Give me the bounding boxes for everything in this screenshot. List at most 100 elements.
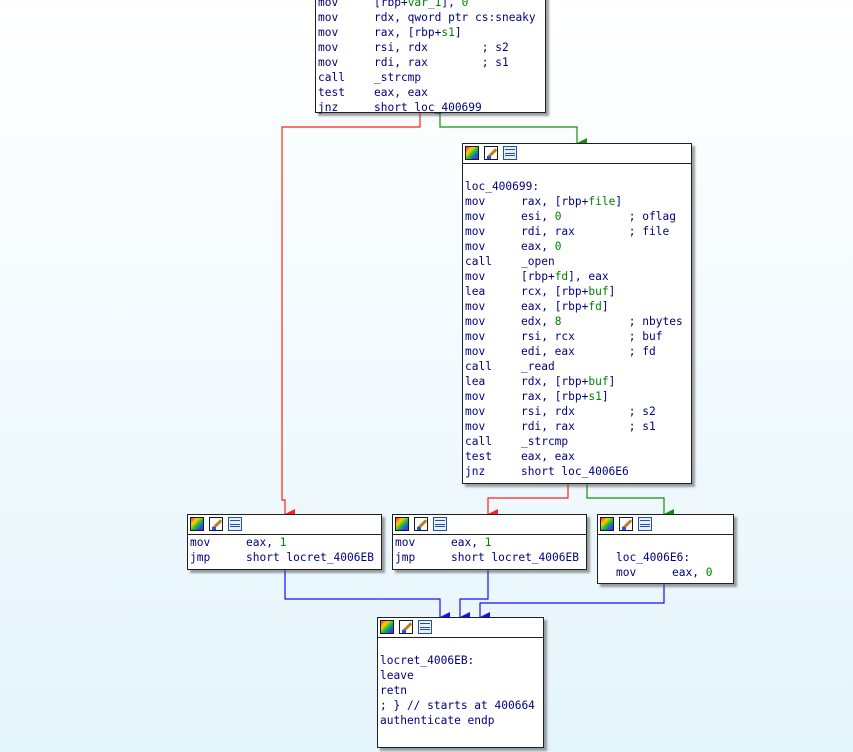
operands: rsi, rcx ; buf	[521, 330, 663, 343]
edge-top-to-middle-true[interactable]	[439, 113, 587, 148]
rename-pencil-icon[interactable]	[209, 517, 223, 531]
operands: eax, 0	[672, 566, 713, 579]
mnemonic: mov	[318, 41, 339, 54]
color-picker-icon[interactable]	[380, 620, 394, 634]
operands: eax, 0	[521, 240, 562, 253]
edge-top-to-left-false[interactable]	[281, 113, 421, 519]
function-endp[interactable]: authenticate endp	[380, 714, 495, 727]
instruction-line[interactable]: mov[rbp+fd], eax	[465, 269, 691, 284]
instruction-line[interactable]: mov eax, 0	[465, 239, 691, 254]
function-end-comment[interactable]: ; } // starts at 400664	[380, 699, 535, 712]
rename-pencil-icon[interactable]	[619, 517, 633, 531]
edge-middle-to-right-true[interactable]	[586, 484, 674, 519]
instruction-line[interactable]: call _strcmp	[465, 434, 691, 449]
color-picker-icon[interactable]	[600, 517, 614, 531]
instruction-line[interactable]: mov[rbp+var_1], 0	[318, 0, 545, 10]
operands: _strcmp	[374, 71, 422, 84]
operands: _open	[521, 255, 555, 268]
color-picker-icon[interactable]	[465, 146, 479, 160]
mnemonic: mov	[318, 0, 339, 9]
operands: _strcmp	[521, 435, 569, 448]
rename-pencil-icon[interactable]	[399, 620, 413, 634]
mnemonic: jnz	[465, 465, 486, 478]
instruction-line[interactable]: mov rsi, rcx ; buf	[465, 329, 691, 344]
group-nodes-icon[interactable]	[228, 517, 242, 531]
location-label[interactable]: loc_400699:	[465, 180, 540, 193]
group-nodes-icon[interactable]	[503, 146, 517, 160]
group-nodes-icon[interactable]	[433, 517, 447, 531]
location-label[interactable]: loc_4006E6:	[616, 551, 691, 564]
instruction-line[interactable]: retn	[380, 683, 543, 698]
instruction-line[interactable]: call _open	[465, 254, 691, 269]
group-nodes-icon[interactable]	[418, 620, 432, 634]
block-header	[598, 515, 733, 535]
location-label[interactable]: locret_4006EB:	[380, 654, 475, 667]
rename-pencil-icon[interactable]	[414, 517, 428, 531]
mnemonic: mov	[465, 270, 486, 283]
mnemonic: jmp	[190, 551, 211, 564]
mnemonic: mov	[465, 390, 486, 403]
edge-center-to-bottom[interactable]	[459, 570, 489, 622]
instruction-line[interactable]: call_read	[465, 359, 691, 374]
mnemonic: mov	[465, 240, 486, 253]
operands: rdx, [rbp+buf]	[521, 375, 616, 388]
color-picker-icon[interactable]	[190, 517, 204, 531]
mnemonic: lea	[465, 285, 486, 298]
block-header	[378, 618, 543, 638]
mnemonic: call	[465, 435, 492, 448]
instruction-line[interactable]: mov rax, [rbp+s1]	[465, 389, 691, 404]
mnemonic: mov	[465, 210, 486, 223]
mnemonic: call	[465, 255, 492, 268]
operands: rax, [rbp+s1]	[521, 390, 609, 403]
mnemonic: call	[318, 71, 345, 84]
mnemonic: mov	[465, 405, 486, 418]
group-nodes-icon[interactable]	[638, 517, 652, 531]
edge-right-to-bottom[interactable]	[479, 584, 665, 622]
edge-middle-to-center-false[interactable]	[487, 484, 569, 519]
rename-pencil-icon[interactable]	[484, 146, 498, 160]
mnemonic: mov	[465, 330, 486, 343]
mnemonic: mov	[465, 315, 486, 328]
operands: eax, eax	[374, 86, 428, 99]
instruction-line[interactable]: leave	[380, 668, 543, 683]
instruction-line[interactable]: call _strcmp	[318, 70, 545, 85]
mnemonic: mov	[190, 536, 211, 549]
mnemonic: call	[465, 360, 492, 373]
color-picker-icon[interactable]	[395, 517, 409, 531]
operands: rdx, qword ptr cs:sneaky	[374, 11, 536, 24]
mnemonic: mov	[465, 300, 486, 313]
edge-left-to-bottom[interactable]	[284, 570, 450, 622]
